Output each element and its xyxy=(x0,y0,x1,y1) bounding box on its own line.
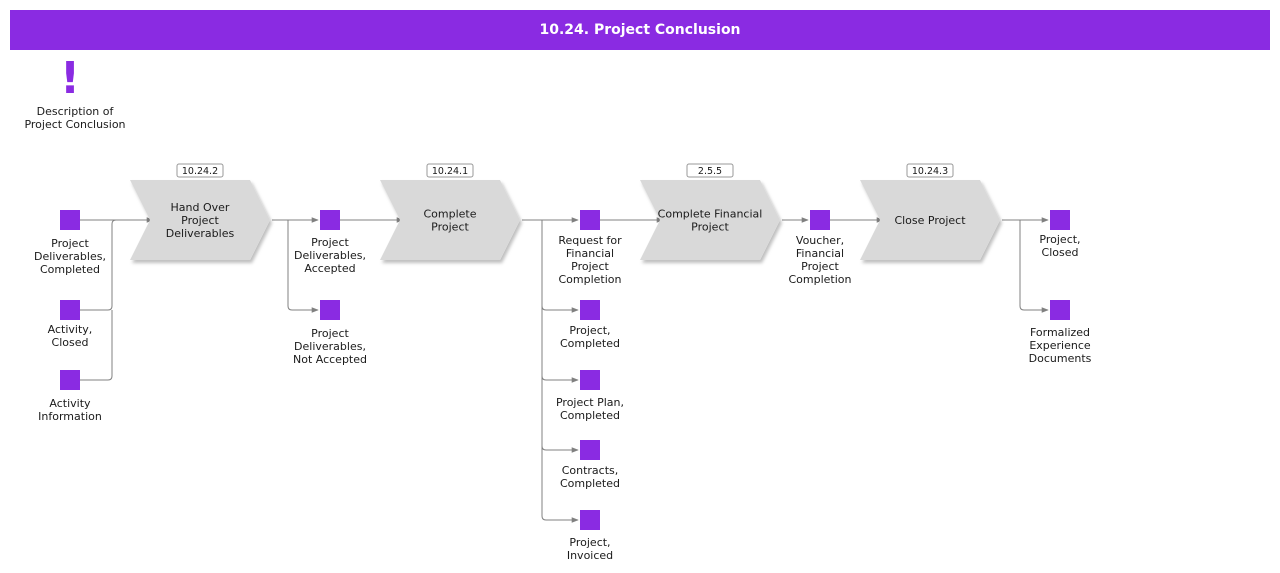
object-label-project-deliverables-accepted-line: Project xyxy=(311,236,349,249)
diagram-title: 10.24. Project Conclusion xyxy=(10,10,1270,50)
object-label-project-deliverables-accepted-line: Deliverables, xyxy=(294,249,366,262)
object-label-project-deliverables-completed-line: Completed xyxy=(40,263,100,276)
process-id: 10.24.3 xyxy=(912,166,948,177)
object-label-voucher-financial-completion-line: Financial xyxy=(795,247,845,260)
object-label-activity-closed-line: Activity, xyxy=(47,323,93,336)
object-label-activity-information-line: Activity xyxy=(49,397,91,410)
process-label: Project xyxy=(431,221,469,234)
object-label-voucher-financial-completion-line: Completion xyxy=(788,273,852,286)
object-label-project-deliverables-not-accepted-line: Not Accepted xyxy=(292,353,367,366)
object-label-project-completed: Project,Completed xyxy=(530,324,650,350)
object-label-formalized-experience-documents-line: Experience xyxy=(1029,339,1091,352)
connector xyxy=(80,219,117,311)
process-label: Hand Over xyxy=(171,201,230,214)
object-project-plan-completed[interactable] xyxy=(580,370,600,390)
object-label-project-plan-completed-line: Completed xyxy=(560,409,620,422)
connector xyxy=(541,440,579,523)
process-label: Complete xyxy=(423,208,476,221)
object-label-project-invoiced-line: Invoiced xyxy=(566,549,614,562)
object-label-project-deliverables-accepted-line: Accepted xyxy=(304,262,356,275)
object-label-project-deliverables-not-accepted-line: Project xyxy=(311,327,349,340)
process-shape[interactable] xyxy=(640,180,780,260)
object-label-activity-closed: Activity,Closed xyxy=(10,323,130,349)
exclamation-icon: ! xyxy=(60,53,81,104)
object-activity-information[interactable] xyxy=(60,370,80,390)
object-voucher-financial-completion[interactable] xyxy=(810,210,830,230)
object-label-contracts-completed-line: Completed xyxy=(560,477,620,490)
object-formalized-experience-documents[interactable] xyxy=(1050,300,1070,320)
process-label: Deliverables xyxy=(166,227,235,240)
process-id-badge xyxy=(426,163,474,178)
process-id: 2.5.5 xyxy=(698,166,722,177)
object-project-invoiced[interactable] xyxy=(580,510,600,530)
process-id-badge xyxy=(906,163,954,178)
description-label-line: Description of xyxy=(36,105,114,118)
object-label-project-deliverables-completed-line: Project xyxy=(51,237,89,250)
connector xyxy=(80,310,113,381)
object-label-formalized-experience-documents-line: Documents xyxy=(1028,352,1092,365)
process-id: 10.24.2 xyxy=(182,166,218,177)
process-id-badge xyxy=(686,163,734,178)
object-label-project-plan-completed: Project Plan,Completed xyxy=(530,396,650,422)
object-label-request-financial-completion-line: Financial xyxy=(565,247,615,260)
process-10-24-3[interactable]: Close Project 10.24.3 xyxy=(860,163,1000,260)
object-label-request-financial-completion-line: Request for xyxy=(558,234,622,247)
object-project-closed[interactable] xyxy=(1050,210,1070,230)
object-label-contracts-completed: Contracts,Completed xyxy=(530,464,650,490)
object-label-project-invoiced: Project,Invoiced xyxy=(530,536,650,562)
object-project-deliverables-not-accepted[interactable] xyxy=(320,300,340,320)
object-label-project-closed-line: Project, xyxy=(1039,233,1081,246)
connector xyxy=(1019,220,1049,313)
object-label-project-plan-completed-line: Project Plan, xyxy=(555,396,625,409)
process-id-badge xyxy=(176,163,224,178)
process-label: Project xyxy=(181,214,219,227)
process-label: Close Project xyxy=(894,214,966,227)
object-label-contracts-completed-line: Contracts, xyxy=(561,464,619,477)
object-activity-closed[interactable] xyxy=(60,300,80,320)
object-label-project-closed-line: Closed xyxy=(1041,246,1079,259)
connector xyxy=(287,220,319,313)
object-contracts-completed[interactable] xyxy=(580,440,600,460)
object-label-voucher-financial-completion-line: Project xyxy=(801,260,839,273)
object-label-project-invoiced-line: Project, xyxy=(569,536,611,549)
object-label-project-completed-line: Project, xyxy=(569,324,611,337)
object-label-voucher-financial-completion-line: Voucher, xyxy=(795,234,845,247)
process-shape[interactable] xyxy=(860,180,1000,260)
object-label-request-financial-completion-line: Project xyxy=(571,260,609,273)
description-label-line: Project Conclusion xyxy=(24,118,126,131)
object-project-completed[interactable] xyxy=(580,300,600,320)
object-label-project-deliverables-completed-line: Deliverables, xyxy=(34,250,106,263)
object-label-formalized-experience-documents-line: Formalized xyxy=(1029,326,1091,339)
process-shape[interactable] xyxy=(380,180,520,260)
object-project-deliverables-completed[interactable] xyxy=(60,210,80,230)
object-request-financial-completion[interactable] xyxy=(580,210,600,230)
process-label: Project xyxy=(691,221,729,234)
process-id: 10.24.1 xyxy=(432,166,468,177)
object-label-project-completed-line: Completed xyxy=(560,337,620,350)
object-label-request-financial-completion-line: Completion xyxy=(558,273,622,286)
process-shape[interactable] xyxy=(130,180,270,260)
object-project-deliverables-accepted[interactable] xyxy=(320,210,340,230)
object-label-activity-closed-line: Closed xyxy=(51,336,89,349)
object-label-project-deliverables-not-accepted-line: Deliverables, xyxy=(294,340,366,353)
object-label-project-closed: Project,Closed xyxy=(1000,233,1120,259)
object-label-activity-information-line: Information xyxy=(38,410,102,423)
process-label: Complete Financial xyxy=(658,208,763,221)
